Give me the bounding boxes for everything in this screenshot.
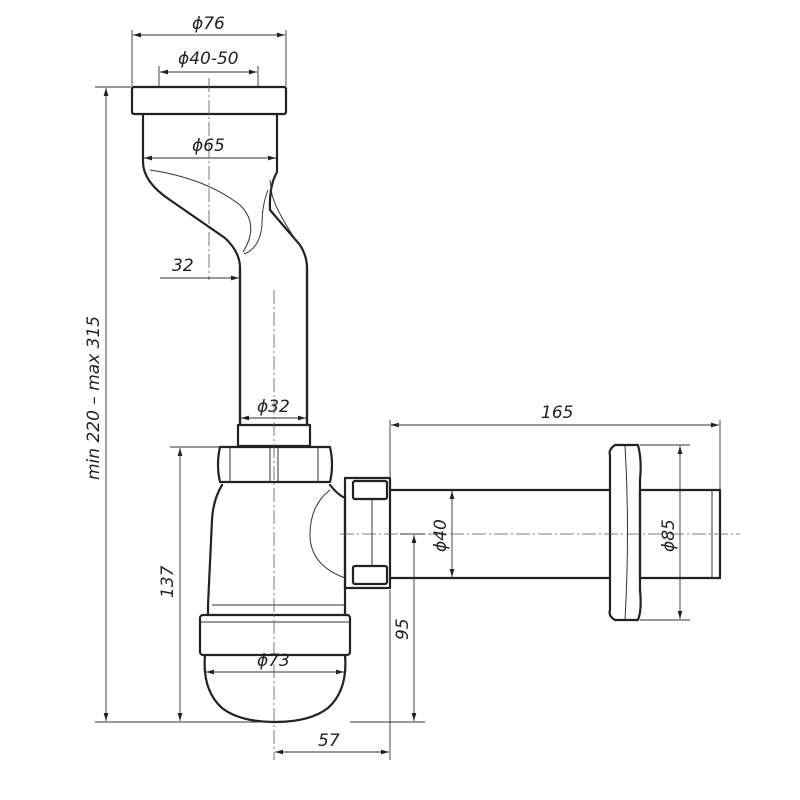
dim-length: 165 [389, 403, 721, 489]
outlet-pipe [388, 488, 612, 580]
dim-pipe-label: ϕ32 [257, 397, 290, 417]
vertical-pipe [238, 266, 309, 427]
dim-bottle-height: 137 [158, 446, 219, 721]
union-nut [216, 423, 334, 484]
dim-length-label: 165 [541, 403, 573, 423]
dim-outlet: ϕ40 [431, 491, 455, 577]
dim-outer-top-label: ϕ76 [192, 14, 225, 34]
dim-rosette-label: ϕ85 [659, 519, 679, 552]
dim-rosette: ϕ85 [640, 444, 690, 621]
dim-inner-top: ϕ40-50 [158, 49, 259, 86]
bottle-ring [198, 613, 352, 657]
dim-total-height: min 220 – max 315 [84, 86, 270, 723]
dim-total-height-label: min 220 – max 315 [84, 316, 104, 480]
bottle-cup [203, 653, 347, 724]
dim-outlet-offset: 57 [275, 590, 391, 760]
dim-inner-top-label: ϕ40-50 [178, 49, 239, 69]
dim-offset-label: 32 [172, 256, 194, 276]
dim-funnel-label: ϕ65 [192, 136, 225, 156]
dim-outlet-height-label: 95 [393, 618, 413, 640]
dim-outlet-height: 95 [350, 533, 425, 723]
dim-outlet-label: ϕ40 [431, 519, 451, 552]
inlet-funnel [141, 112, 309, 427]
dim-offset: 32 [160, 256, 240, 281]
dim-bottle-label: ϕ73 [257, 651, 290, 671]
dim-funnel: ϕ65 [144, 136, 276, 161]
dim-outer-top: ϕ76 [131, 14, 287, 86]
outlet-nut [343, 476, 392, 590]
dim-outlet-offset-label: 57 [318, 731, 340, 751]
dim-bottle-height-label: 137 [158, 565, 178, 598]
dim-pipe: ϕ32 [241, 397, 306, 421]
trap-body [206, 483, 347, 617]
dim-bottle: ϕ73 [206, 651, 344, 675]
